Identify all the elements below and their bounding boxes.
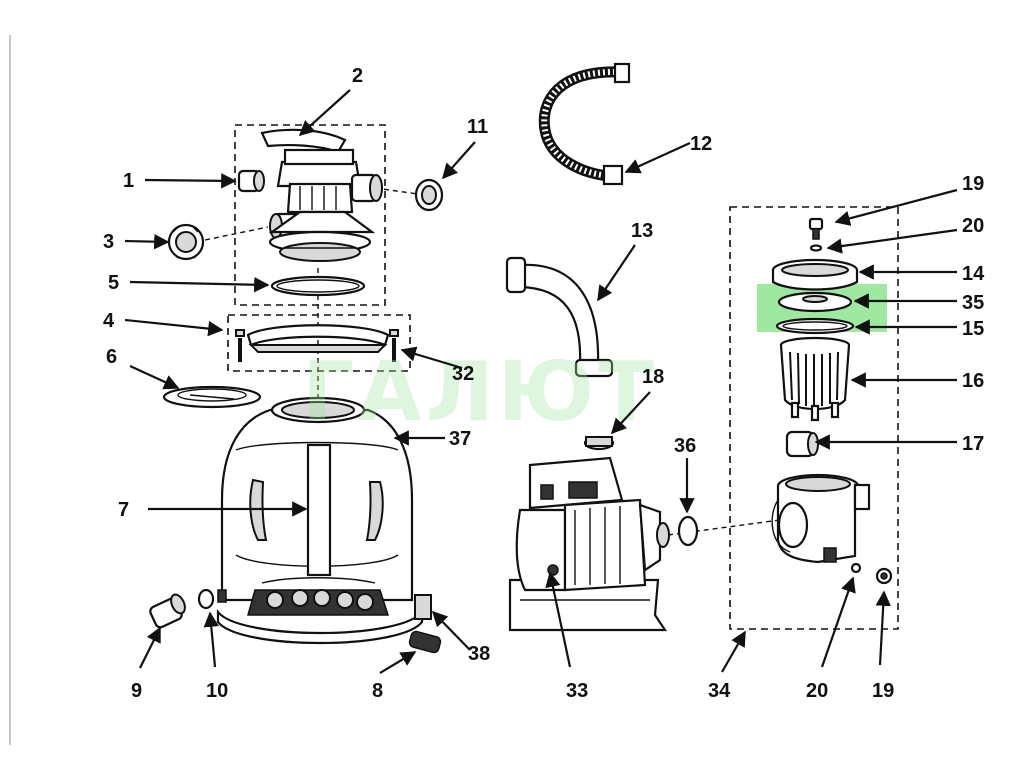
callout-6: 6 (106, 346, 117, 368)
callout-8: 8 (372, 680, 383, 702)
callout-10: 10 (206, 680, 228, 702)
part-36-o-ring (677, 515, 699, 547)
part-6-lid (162, 385, 262, 409)
callout-arrows (124, 89, 958, 674)
part-20-washer-top (809, 244, 823, 252)
gauge-axis-line (204, 226, 269, 241)
callout-20-top: 20 (962, 215, 984, 237)
callout-18: 18 (642, 366, 664, 388)
callout-37: 37 (449, 428, 471, 450)
callout-2: 2 (352, 65, 363, 87)
callout-38: 38 (468, 643, 490, 665)
part-33-pump-motor (508, 456, 670, 632)
part-18-seal (583, 435, 615, 451)
callout-20-bottom: 20 (806, 680, 828, 702)
part-17-nut (785, 430, 819, 458)
part-3-gauge (167, 223, 205, 261)
watermark: ГАЛЮТ (302, 345, 658, 440)
callout-15: 15 (962, 318, 984, 340)
strainer-housing (771, 473, 871, 564)
multiport-valve (260, 128, 383, 262)
part-19-screw-top (808, 217, 824, 240)
part-11-union-ring (414, 178, 444, 212)
callout-labels: 1 2 3 5 4 6 7 8 9 10 11 12 13 14 15 16 1… (103, 65, 985, 702)
callout-16: 16 (962, 370, 984, 392)
callout-19-bottom: 19 (872, 680, 894, 702)
callout-14: 14 (962, 263, 985, 285)
callout-32: 32 (452, 363, 474, 385)
part-19-screw-bottom (875, 567, 893, 585)
part-14-lock-ring (771, 258, 859, 291)
part-20-washer-bottom (850, 562, 862, 574)
callout-11: 11 (467, 116, 488, 138)
callout-33: 33 (566, 680, 588, 702)
part-37-filter-tank (216, 396, 432, 645)
part-4-clamp (235, 324, 399, 362)
callout-34: 34 (708, 680, 731, 702)
part-1-plug (237, 169, 265, 193)
callout-7: 7 (118, 499, 129, 521)
part-35-lid (777, 291, 853, 313)
callout-9: 9 (131, 680, 142, 702)
callout-19-top: 19 (962, 173, 984, 195)
part-15-o-ring (775, 317, 855, 335)
part-16-basket (779, 336, 851, 422)
part-13-elbow-pipe (505, 256, 614, 378)
callout-12: 12 (690, 133, 712, 155)
callout-5: 4 (103, 310, 115, 332)
strainer-group-box (729, 206, 899, 630)
part-9-drain-cap (149, 593, 186, 629)
callout-35: 35 (962, 292, 984, 314)
part-10-o-ring (197, 588, 215, 610)
clamp-group-box (227, 314, 411, 372)
callout-1: 1 (123, 170, 134, 192)
callout-17: 17 (962, 433, 984, 455)
part-8-adapter (408, 630, 442, 654)
callout-4: 5 (108, 272, 119, 294)
callout-3: 3 (103, 231, 114, 253)
callout-13: 13 (631, 220, 653, 242)
part-12-hose (538, 62, 631, 186)
callout-36: 36 (674, 435, 696, 457)
